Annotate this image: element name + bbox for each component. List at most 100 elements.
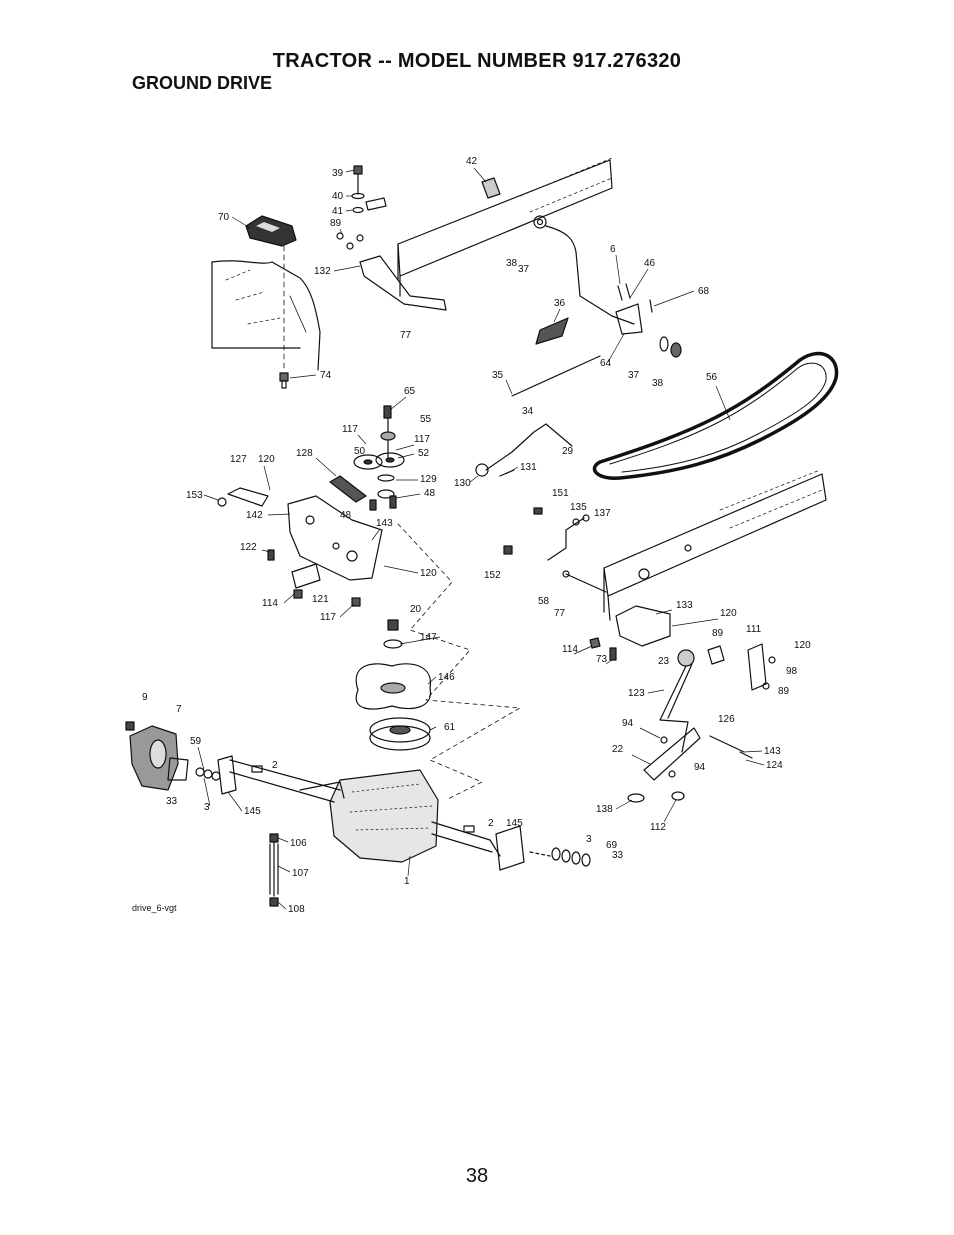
- callout-98: 98: [786, 666, 798, 677]
- callout-122: 122: [240, 542, 257, 553]
- callout-33: 33: [166, 796, 178, 807]
- callout-48-b: 48: [340, 510, 352, 521]
- callout-131: 131: [520, 462, 537, 473]
- nut-117: [351, 597, 361, 607]
- cooling-fan-146: [355, 619, 432, 710]
- drive-pulley-61: [369, 717, 431, 751]
- callout-145-b: 145: [506, 818, 523, 829]
- spring-128: [329, 475, 367, 503]
- callout-1: 1: [404, 876, 410, 887]
- bracket-133: [562, 570, 671, 661]
- callout-73: 73: [596, 654, 608, 665]
- callout-46: 46: [644, 258, 656, 269]
- callout-77: 77: [400, 330, 412, 341]
- frame-rail-upper: [397, 157, 613, 297]
- bolt-106-108: [269, 833, 279, 907]
- frame-rail-lower: [603, 469, 827, 621]
- callout-56: 56: [706, 372, 718, 383]
- callout-2: 2: [272, 760, 278, 771]
- page-number: 38: [465, 1165, 489, 1187]
- callout-114-b: 114: [562, 644, 578, 655]
- callout-89-c: 89: [778, 686, 790, 697]
- callout-9: 9: [142, 692, 148, 703]
- callout-135: 135: [570, 502, 587, 513]
- callout-120-c: 120: [720, 608, 737, 619]
- callout-138: 138: [596, 804, 613, 815]
- callout-117: 117: [342, 424, 358, 435]
- bracket-132: [336, 232, 447, 311]
- callout-124: 124: [766, 760, 783, 771]
- callout-89-b: 89: [712, 628, 724, 639]
- callout-40: 40: [332, 191, 344, 202]
- callout-59: 59: [190, 736, 202, 747]
- pin-42: [481, 177, 501, 199]
- idler-pulley-assembly: [353, 405, 405, 511]
- callout-114: 114: [262, 598, 278, 609]
- callout-20: 20: [410, 604, 422, 615]
- shift-rod-assembly: [511, 225, 682, 397]
- callout-34: 34: [522, 406, 534, 417]
- callout-151: 151: [552, 488, 569, 499]
- nut-114: [293, 589, 303, 599]
- callout-146: 146: [438, 672, 455, 683]
- idler-bracket-142: [217, 487, 383, 581]
- callout-145: 145: [244, 806, 261, 817]
- callout-7: 7: [176, 704, 182, 715]
- bolt-stack-39-41: [351, 165, 387, 214]
- callout-41: 41: [332, 206, 344, 217]
- callout-147: 147: [420, 632, 437, 643]
- callout-58: 58: [538, 596, 550, 607]
- bolt-9: [125, 721, 135, 731]
- callout-70: 70: [218, 212, 230, 223]
- callout-89: 89: [330, 218, 342, 229]
- callout-128: 128: [296, 448, 313, 459]
- key-2-left: [251, 765, 263, 773]
- callout-36: 36: [554, 298, 566, 309]
- callout-133: 133: [676, 600, 693, 611]
- callout-37: 37: [518, 264, 530, 275]
- callout-37-lower: 37: [628, 370, 640, 381]
- linkage-22-126: [627, 727, 753, 803]
- callout-152: 152: [484, 570, 501, 581]
- section-title: GROUND DRIVE: [132, 73, 273, 93]
- hub-right-assembly: [495, 825, 591, 871]
- callout-55: 55: [420, 414, 432, 425]
- callout-64: 64: [600, 358, 612, 369]
- callout-3: 3: [204, 802, 210, 813]
- callout-108: 108: [288, 904, 305, 915]
- callout-127: 127: [230, 454, 247, 465]
- page-title: TRACTOR -- MODEL NUMBER 917.276320: [272, 50, 682, 72]
- bracket-121: [291, 563, 321, 589]
- callout-77-b: 77: [554, 608, 566, 619]
- callout-94-b: 94: [694, 762, 706, 773]
- pedal-assembly-23: [659, 643, 776, 753]
- drive-belt-56: [592, 351, 839, 480]
- fender-outline: [211, 260, 321, 371]
- callout-126: 126: [718, 714, 735, 725]
- linkage-135: [503, 507, 590, 561]
- callout-142: 142: [246, 510, 263, 521]
- callout-123: 123: [628, 688, 645, 699]
- callout-61: 61: [444, 722, 456, 733]
- callout-65: 65: [404, 386, 416, 397]
- callout-94: 94: [622, 718, 634, 729]
- callout-69: 69: [606, 840, 618, 851]
- callout-33-b: 33: [612, 850, 624, 861]
- callout-23: 23: [658, 656, 670, 667]
- callout-120-d: 120: [794, 640, 811, 651]
- wheel-hub-left-7: [129, 725, 237, 795]
- callout-120-b: 120: [420, 568, 437, 579]
- callout-2-b: 2: [488, 818, 494, 829]
- transaxle-1: [229, 759, 501, 863]
- callout-106: 106: [290, 838, 307, 849]
- callout-112: 112: [650, 822, 666, 833]
- bolt-122: [267, 549, 275, 561]
- bolt-74: [279, 372, 289, 389]
- key-2-right: [463, 825, 475, 833]
- callout-6: 6: [610, 244, 616, 255]
- latch-bracket-70: [245, 215, 297, 247]
- callout-48: 48: [424, 488, 436, 499]
- callout-117-c: 117: [320, 612, 336, 623]
- diagram-reference: drive_6-vgt: [132, 903, 177, 913]
- callout-3-b: 3: [586, 834, 592, 845]
